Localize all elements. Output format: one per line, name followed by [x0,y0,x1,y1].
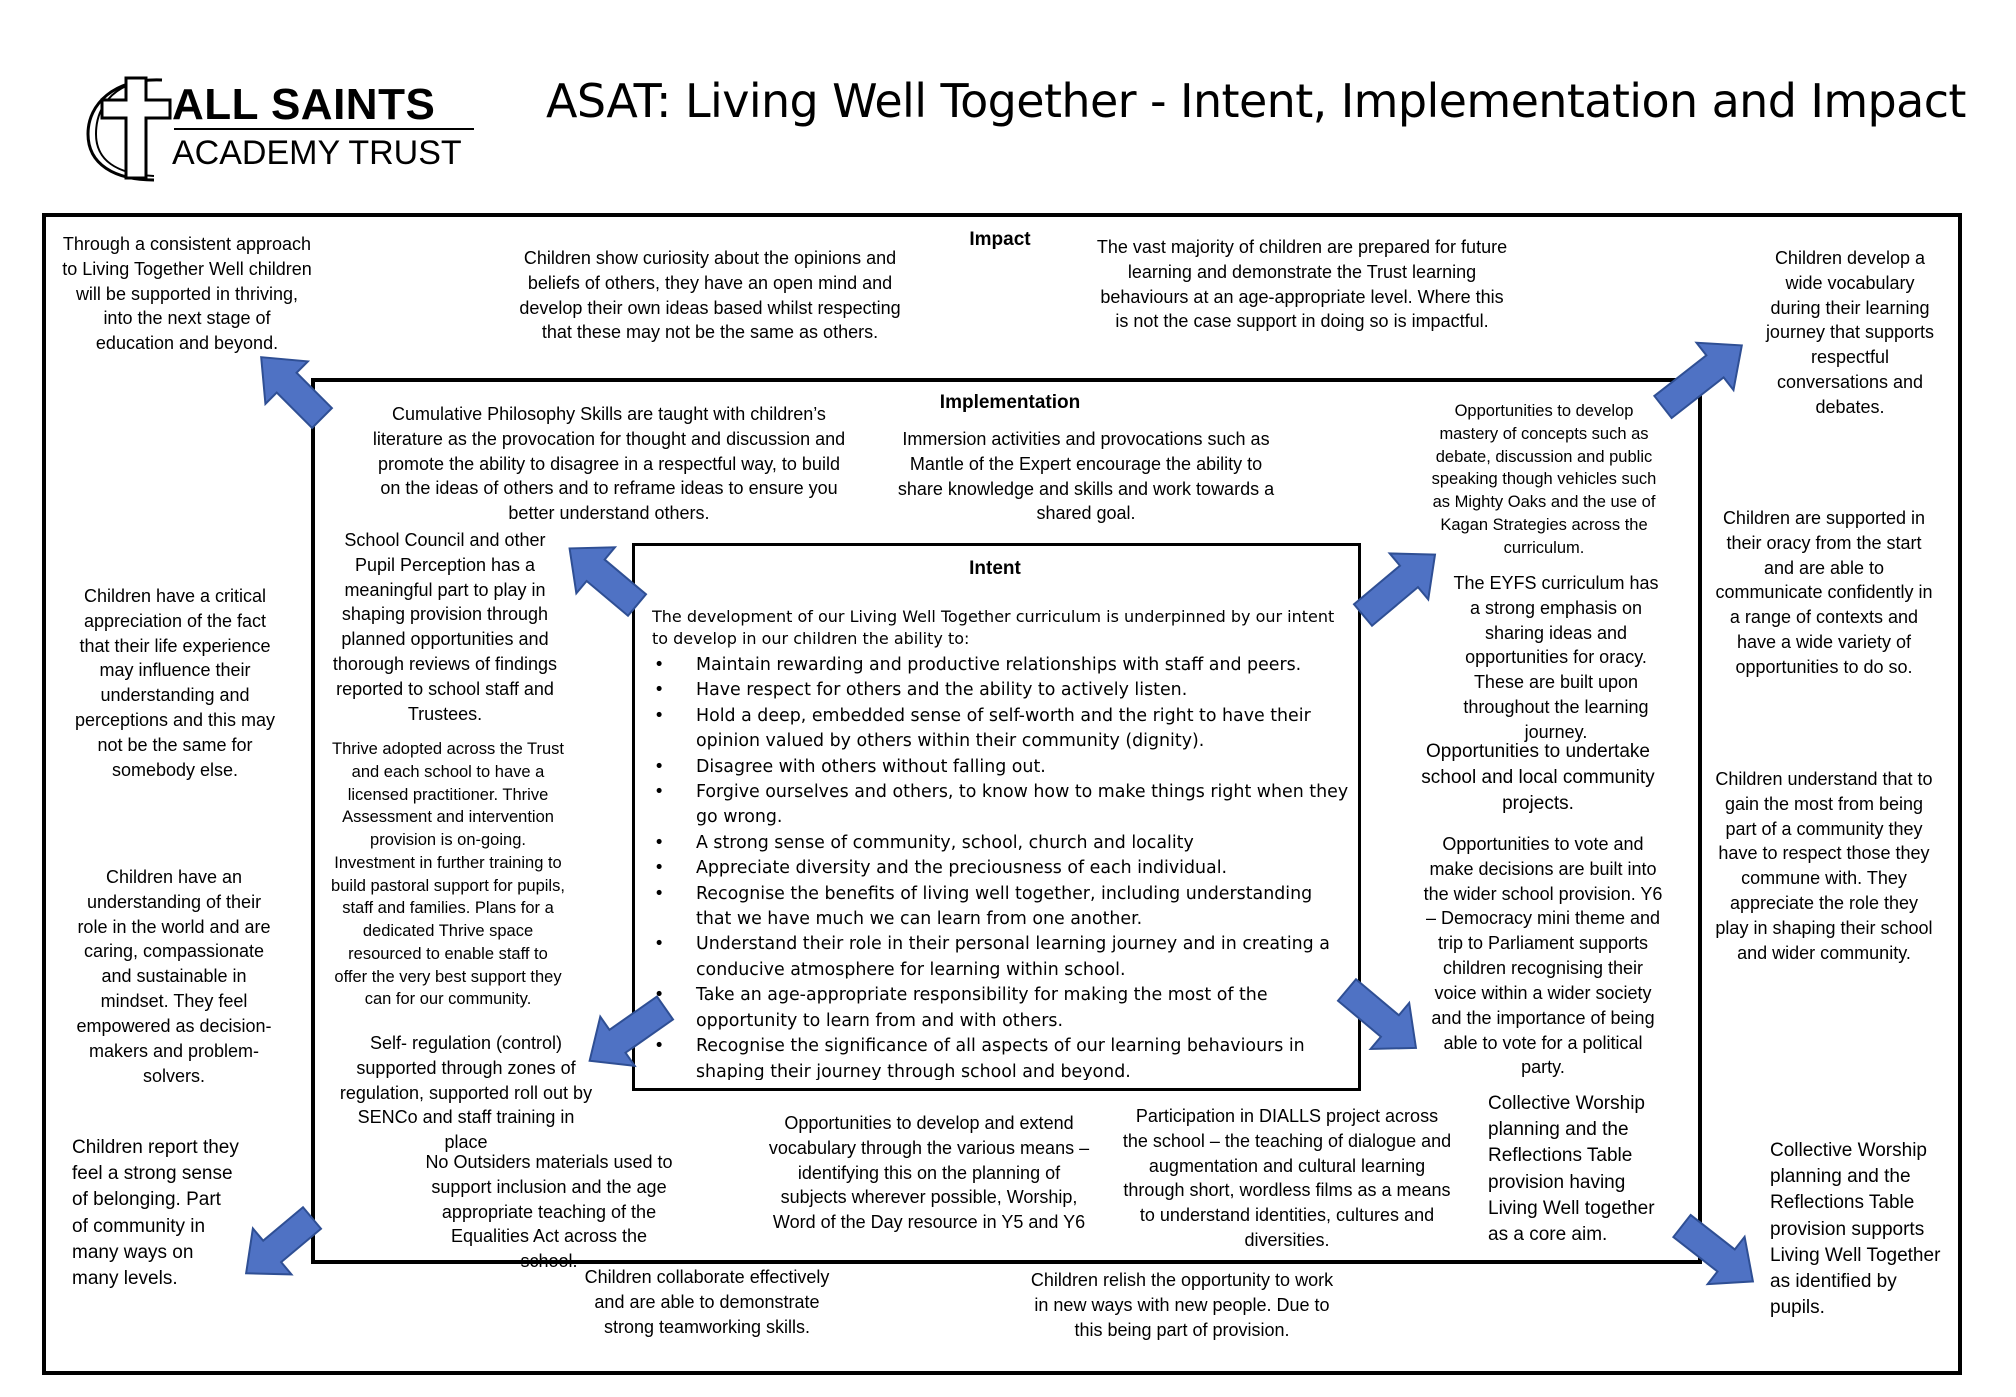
impact-right-worship: Collective Worship planning and the Refl… [1770,1140,1941,1319]
arrow-up-right-icon [1652,341,1743,420]
intent-intro: The development of our Living Well Toget… [652,607,1335,648]
impl-eyfs: The EYFS curriculum has a strong emphasi… [1453,573,1659,742]
arrow-down-left-icon [588,995,675,1068]
impact-frame [42,213,1962,1375]
arrow-down-right-icon [1671,1213,1755,1286]
arrow-down-left-icon [244,1205,323,1276]
intent-item: A strong sense of community, school, chu… [654,831,1350,857]
implementation-heading: Implementation [939,392,1081,413]
impact-heading: Impact [969,229,1031,250]
impl-local-projects: Opportunities to undertake school and lo… [1421,741,1655,815]
impl-school-council: School Council and other Pupil Perceptio… [332,530,558,724]
impact-right-community: Children understand that to gain the mos… [1715,769,1933,963]
arrow-up-left-icon [568,546,648,618]
arrow-up-left-icon [260,356,334,430]
impact-top-left: Through a consistent approach to Living … [62,234,312,354]
intent-frame [632,543,1361,1091]
intent-item: Understand their role in their personal … [654,932,1350,983]
impl-mastery: Opportunities to develop mastery of conc… [1431,402,1657,557]
impl-thrive: Thrive adopted across the Trust and each… [331,740,565,1009]
impact-bottom-relish: Children relish the opportunity to work … [1030,1270,1334,1340]
intent-heading: Intent [969,558,1021,579]
intent-item: Recognise the benefits of living well to… [654,882,1350,933]
impact-bottom-collaborate: Children collaborate effectively and are… [584,1267,830,1337]
intent-item: Have respect for others and the ability … [654,678,1350,704]
intent-item: Recognise the significance of all aspect… [654,1034,1350,1080]
intent-body: The development of our Living Well Toget… [652,606,1350,1080]
intent-list: Maintain rewarding and productive relati… [652,653,1350,1080]
intent-item: Disagree with others without falling out… [654,755,1350,781]
logo: ALL SAINTS ACADEMY TRUST [84,74,484,184]
logo-line1: ALL SAINTS [172,80,436,129]
cross-logo-icon [86,76,172,182]
impact-left-critical: Children have a critical appreciation of… [74,586,276,780]
intent-item: Maintain rewarding and productive relati… [654,653,1350,679]
logo-line2: ACADEMY TRUST [172,134,462,172]
impl-worship: Collective Worship planning and the Refl… [1488,1093,1655,1246]
impl-philosophy: Cumulative Philosophy Skills are taught … [372,404,846,524]
page-title: ASAT: Living Well Together - Intent, Imp… [546,74,1966,128]
arrow-up-right-icon [1352,552,1437,628]
impact-left-belonging: Children report they feel a strong sense… [72,1137,239,1290]
impl-dialls: Participation in DIALLS project across t… [1122,1106,1452,1251]
impact-left-role: Children have an understanding of their … [76,867,272,1086]
intent-item: Take an age-appropriate responsibility f… [654,983,1350,1034]
logo-divider [174,128,474,130]
impl-self-regulation: Self- regulation (control) supported thr… [339,1033,593,1153]
impl-no-outsiders: No Outsiders materials used to support i… [425,1152,673,1272]
impl-immersion: Immersion activities and provocations su… [897,429,1275,524]
impact-top-right-center: The vast majority of children are prepar… [1096,237,1508,332]
impact-top-center: Children show curiosity about the opinio… [519,248,901,343]
implementation-frame [311,378,1702,1264]
impact-right-oracy: Children are supported in their oracy fr… [1715,508,1933,677]
intent-item: Appreciate diversity and the preciousnes… [654,856,1350,882]
impact-top-right: Children develop a wide vocabulary durin… [1765,248,1935,417]
intent-item: Hold a deep, embedded sense of self-wort… [654,704,1350,755]
intent-item: Forgive ourselves and others, to know ho… [654,780,1350,831]
impl-vocabulary: Opportunities to develop and extend voca… [768,1113,1090,1239]
impl-vote: Opportunities to vote and make decisions… [1423,834,1663,1078]
